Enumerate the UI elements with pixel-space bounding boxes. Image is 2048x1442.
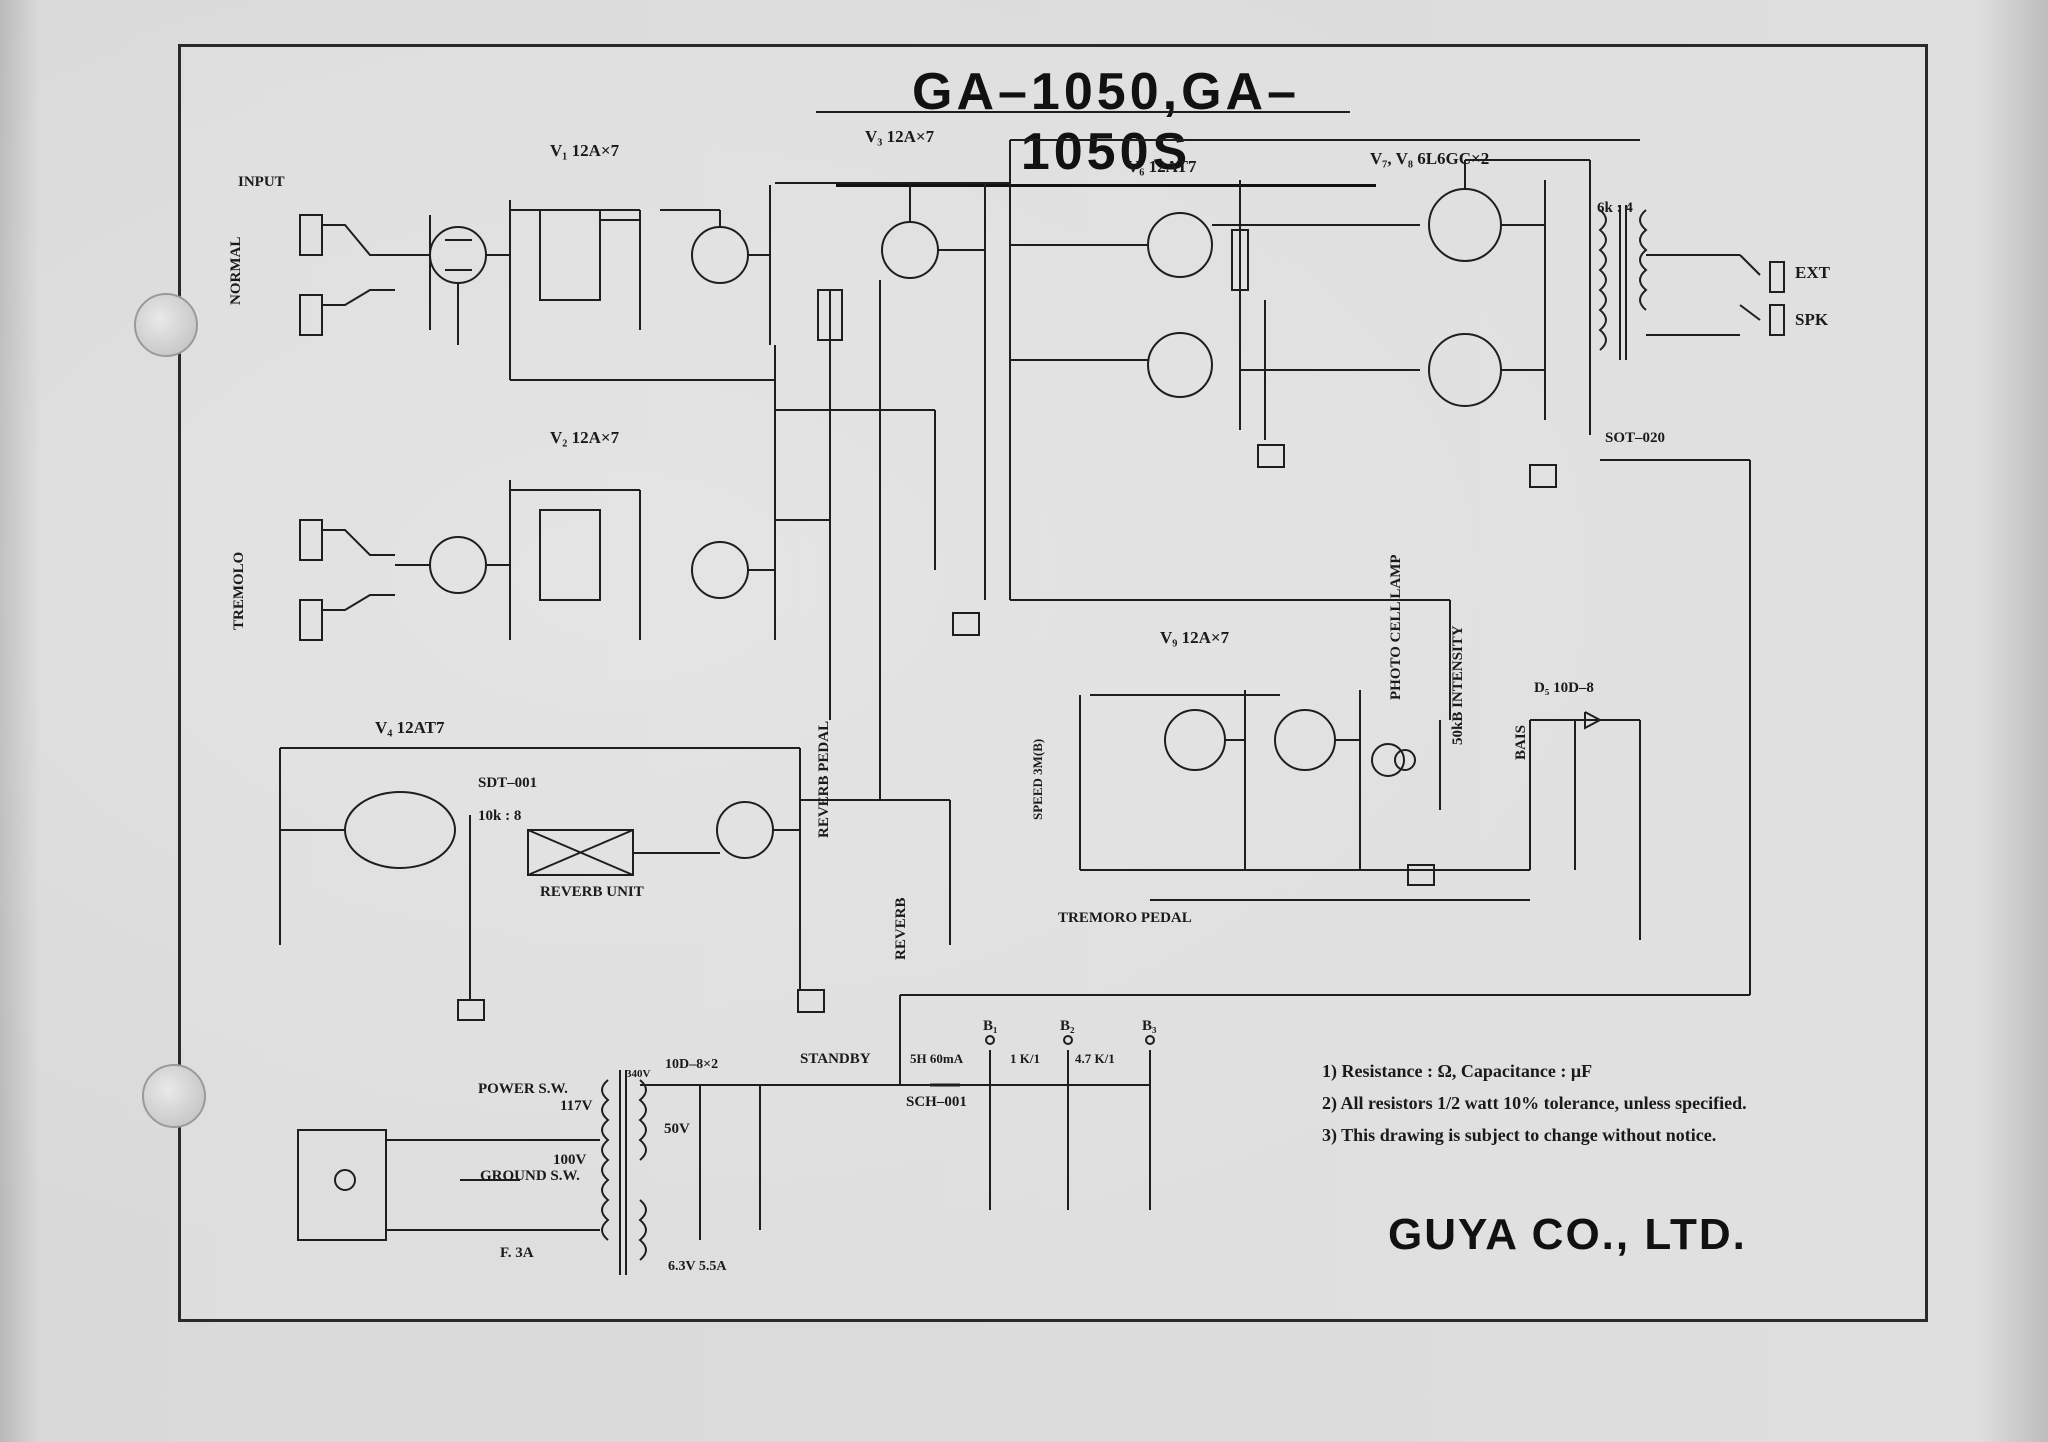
ground-switch-label: GROUND S.W. [480, 1168, 580, 1184]
v9-label: V₉ 12A×7 [1160, 628, 1230, 647]
reverb-ratio-label: 10k : 8 [478, 808, 521, 824]
power-switch-label: POWER S.W. [478, 1081, 568, 1097]
b2-label: B₂ [1060, 1018, 1075, 1034]
v3-tube [881, 221, 939, 279]
intensity-pot-label: 50kB INTENSITY [1450, 625, 1466, 745]
v2b-tube [691, 541, 749, 599]
v6a-tube [1147, 212, 1213, 278]
v7-tube [1428, 188, 1502, 262]
v9a-tube [1164, 709, 1226, 771]
speed-pot-label: SPEED 3M(B) [1030, 739, 1045, 820]
choke-model-label: SCH–001 [906, 1094, 967, 1110]
resistor-4-7k-label: 4.7 K/1 [1075, 1051, 1115, 1066]
bias-pot-label: BAIS [1513, 725, 1529, 760]
note-line: 2) All resistors 1/2 watt 10% tolerance,… [1322, 1093, 1747, 1113]
v4-label: V₄ 12AT7 [375, 718, 445, 737]
heater-label: 6.3V 5.5A [668, 1259, 727, 1274]
v1-label: V₁ 12A×7 [550, 141, 620, 160]
ext-jack-label: EXT [1795, 263, 1831, 282]
v9b-tube [1274, 709, 1336, 771]
note-line: 1) Resistance : Ω, Capacitance : μF [1322, 1061, 1593, 1081]
v3-label: V₃ 12A×7 [865, 127, 935, 146]
standby-label: STANDBY [800, 1051, 871, 1067]
resistor-1k-label: 1 K/1 [1010, 1051, 1040, 1066]
v8-tube [1428, 333, 1502, 407]
b1-terminal [1529, 464, 1557, 488]
b2-terminal [1257, 444, 1285, 468]
v6-label: V₆ 12AT7 [1127, 157, 1197, 176]
v78-label: V₇, V₈ 6L6GC×2 [1370, 149, 1489, 168]
rectifier-label: 10D–8×2 [665, 1057, 718, 1072]
reverb-pot-label: REVERB [893, 897, 909, 960]
tremoro-pedal-label: TREMORO PEDAL [1058, 910, 1192, 926]
b3-label: B₃ [1142, 1018, 1157, 1034]
b1-label: B₁ [983, 1018, 998, 1034]
v6b-tube [1147, 332, 1213, 398]
input-label: INPUT [238, 174, 285, 190]
v117-label: 117V [560, 1098, 593, 1114]
reverb-pedal-label: REVERB PEDAL [816, 721, 832, 838]
choke-value-label: 5H 60mA [910, 1051, 964, 1066]
ac-receptacle [297, 1129, 387, 1241]
d5-label: D₅ 10D–8 [1534, 680, 1594, 696]
v4-tube [344, 791, 456, 869]
photo-cell-lamp-label: PHOTO CELL LAMP [1388, 554, 1404, 700]
normal-input-jacks [299, 214, 431, 336]
schematic-frame [178, 44, 1928, 1322]
b2b-terminal [457, 999, 485, 1021]
v5-tube [716, 801, 774, 859]
note-line: 3) This drawing is subject to change wit… [1322, 1125, 1717, 1145]
fuse-label: F. 3A [500, 1245, 534, 1261]
v1b-tube [691, 226, 749, 284]
b3b-terminal [1407, 864, 1435, 886]
tremolo-label: TREMOLO [231, 552, 247, 630]
b3c-terminal [797, 989, 825, 1013]
v2-label: V₂ 12A×7 [550, 428, 620, 447]
spk-jack-label: SPK [1795, 310, 1829, 329]
v50-label: 50V [664, 1121, 690, 1137]
reverb-transformer-label: SDT–001 [478, 775, 537, 791]
b3-terminal [952, 612, 980, 636]
punch-hole-top [134, 293, 198, 357]
reverb-unit-label: REVERB UNIT [540, 884, 644, 900]
v100-label: 100V [553, 1152, 587, 1168]
v340-label: 340V [626, 1068, 651, 1080]
normal-label: NORMAL [228, 237, 244, 305]
photo-cell [1371, 743, 1405, 777]
v1-tube [429, 226, 487, 284]
company-name: GUYA CO., LTD. [1388, 1210, 1747, 1259]
output-ratio-label: 6k : 4 [1597, 200, 1633, 216]
notes-block: 1) Resistance : Ω, Capacitance : μF 2) A… [1322, 1055, 1922, 1151]
output-transformer-label: SOT–020 [1605, 430, 1665, 446]
v2-tube [429, 536, 487, 594]
punch-hole-bottom [142, 1064, 206, 1128]
